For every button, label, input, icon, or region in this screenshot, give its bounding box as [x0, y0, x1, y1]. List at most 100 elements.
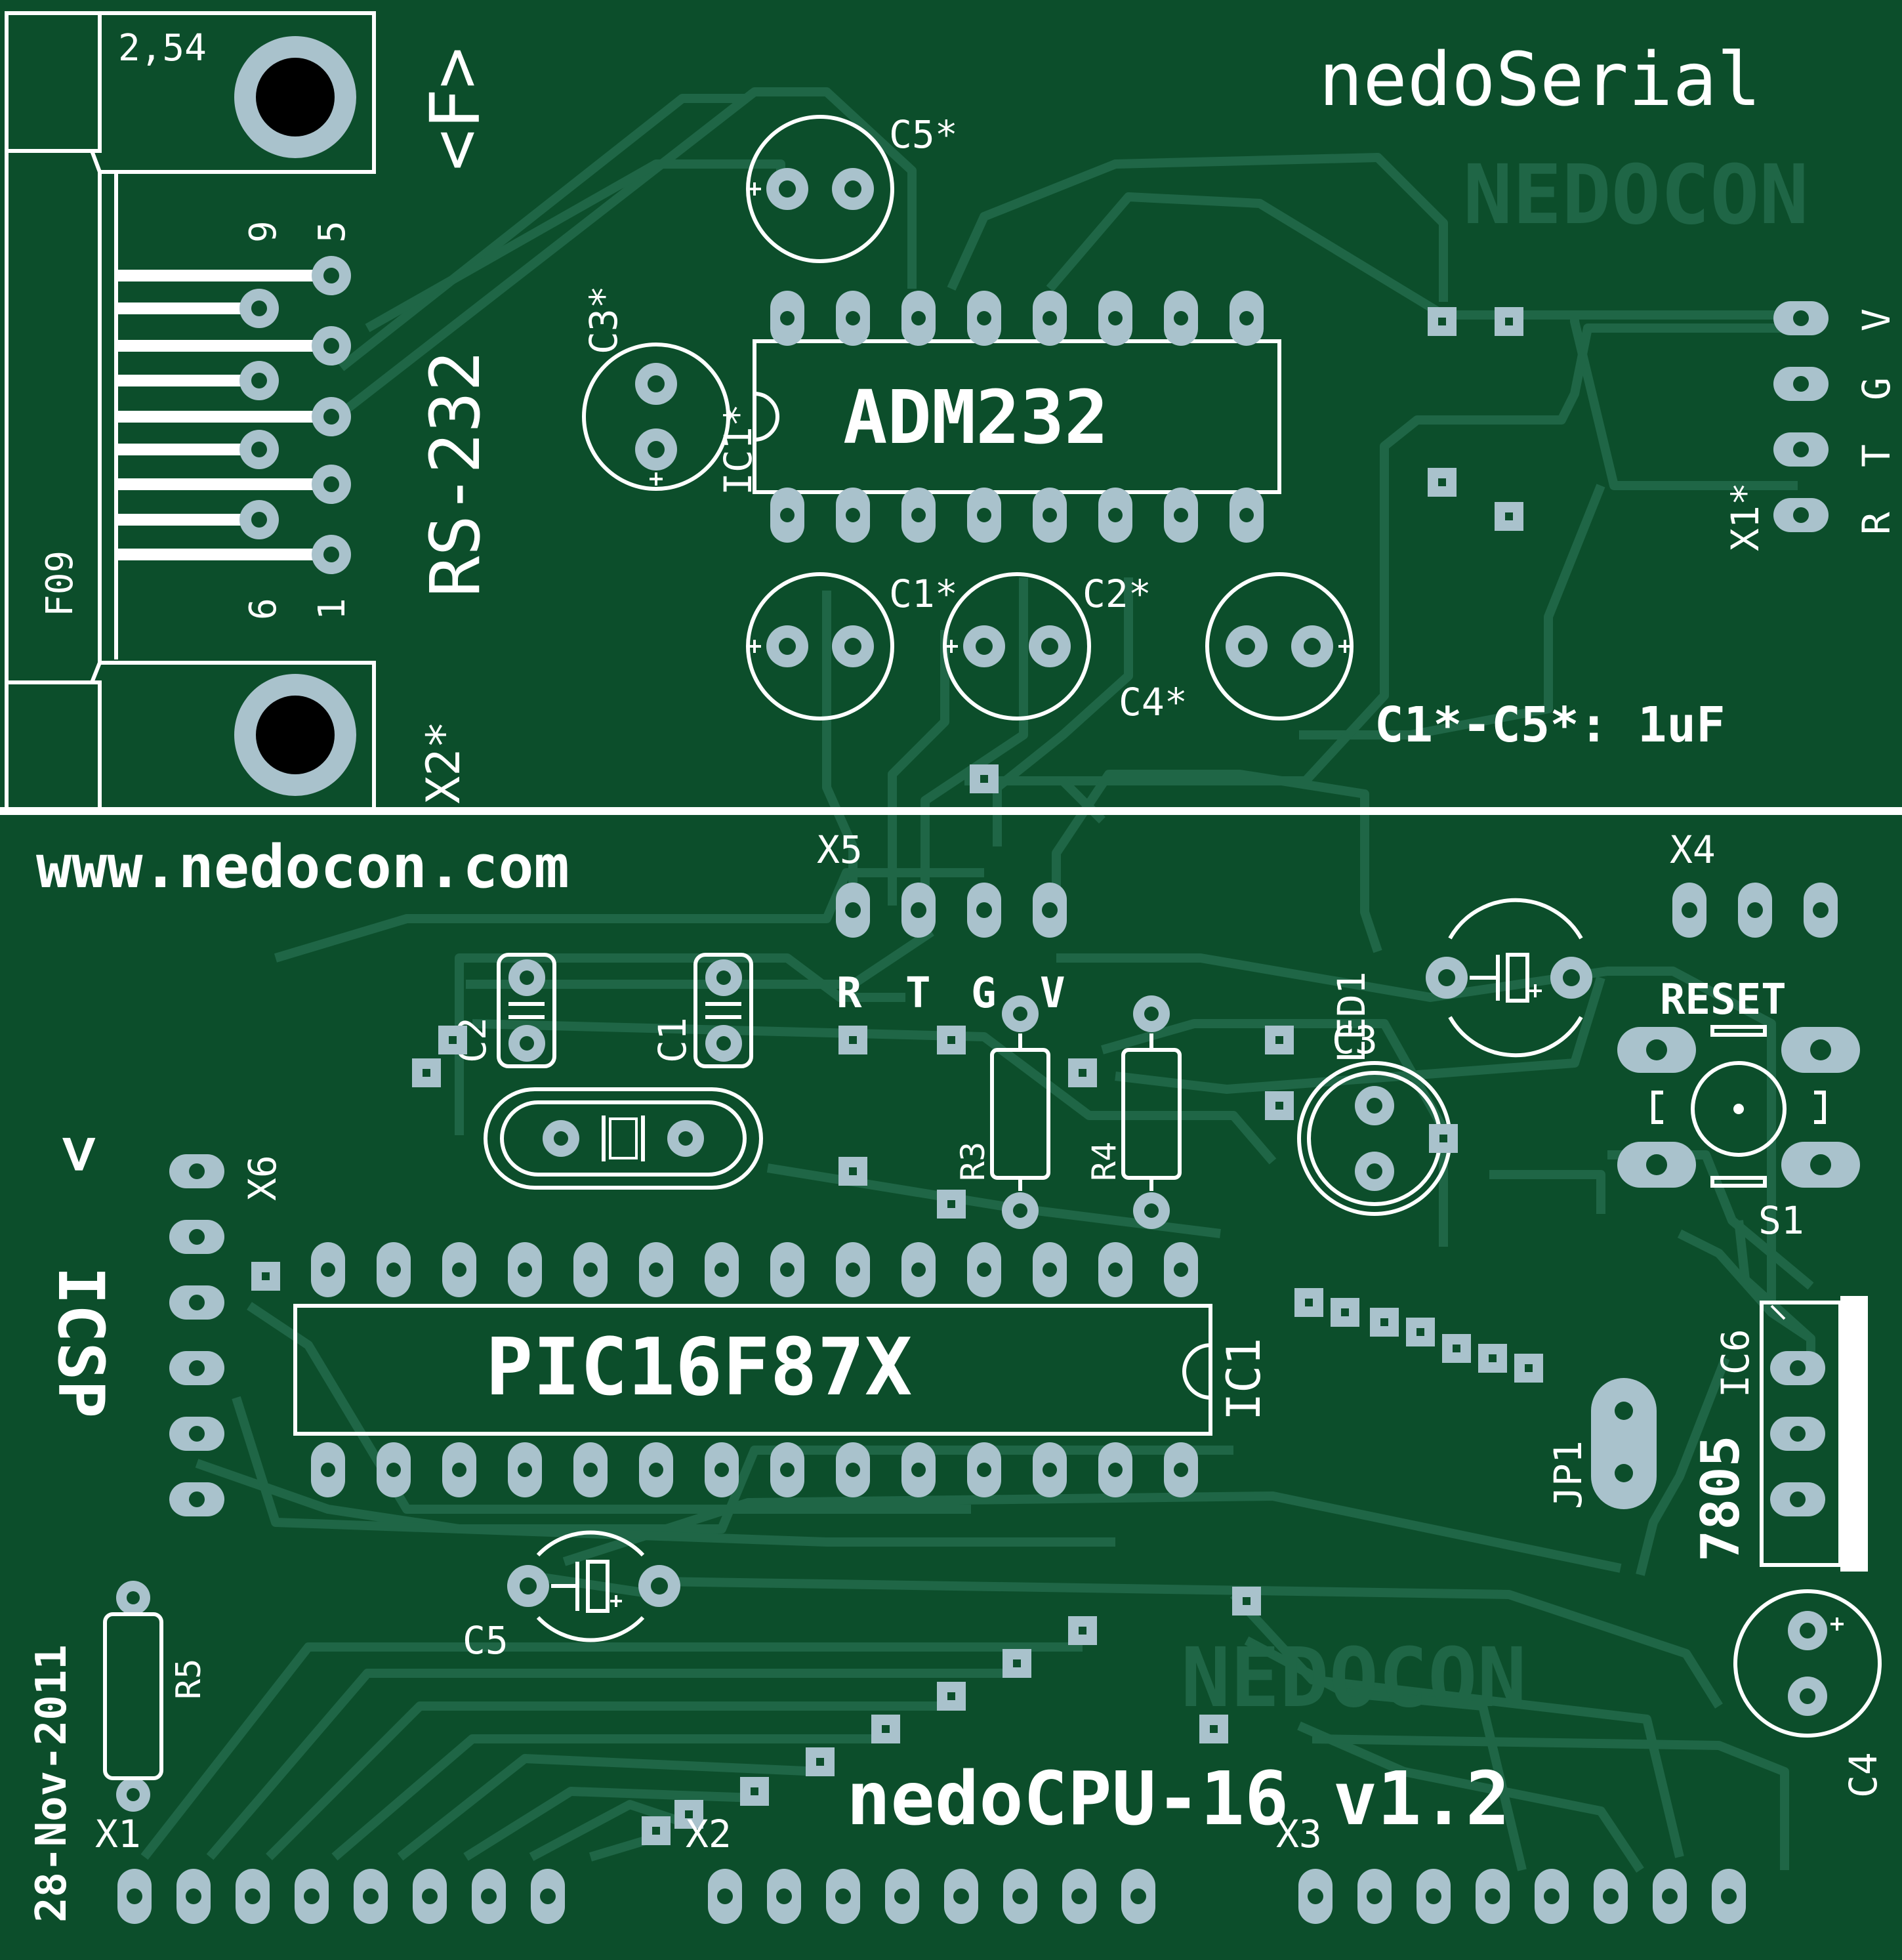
adm232-pin: [1098, 488, 1132, 543]
adm232-pin: [770, 291, 804, 346]
pic-pin: [770, 1242, 804, 1297]
resistor-r3-label: R3: [954, 1142, 992, 1181]
via: [642, 1816, 671, 1845]
adm232-pin: [967, 488, 1001, 543]
via: [1003, 1649, 1031, 1678]
vias-top: [970, 307, 1523, 793]
header-pin: [767, 1869, 801, 1924]
pic-pin: [573, 1442, 608, 1497]
bottom-headers: [117, 1869, 1746, 1924]
cap-note-label: C1*-C5*: 1uF: [1375, 697, 1726, 753]
via: [251, 1262, 280, 1291]
adm232-pin: [901, 488, 936, 543]
header-pin: [169, 1482, 224, 1516]
header-pin: [826, 1869, 860, 1924]
pic-pin: [442, 1242, 476, 1297]
bottom-brand-ghost: NEDOCON: [1181, 1631, 1527, 1726]
resistor-r5-label: R5: [169, 1658, 209, 1699]
switch-s1-label: S1: [1758, 1198, 1804, 1243]
icsp-arrow: >: [44, 1135, 117, 1173]
adm232-chip: [753, 291, 1281, 543]
capacitor-c1-top: [746, 572, 894, 720]
header-pin: [354, 1869, 388, 1924]
date-label: 28-Nov-2011: [28, 1644, 76, 1923]
pic-pin: [508, 1242, 542, 1297]
header-pin: [413, 1869, 447, 1924]
reset-label: RESET: [1660, 976, 1787, 1024]
jumper-jp1-label: JP1: [1546, 1440, 1590, 1509]
header-pin: [1298, 1869, 1333, 1924]
pic-pin: [377, 1442, 411, 1497]
cap-c4-bottom-label: C4: [1841, 1752, 1886, 1798]
jumper-jp1[interactable]: [1591, 1378, 1657, 1509]
pin-label-9: 9: [242, 220, 285, 243]
cap-c1-small-label: C1: [650, 1017, 695, 1063]
header-pin: [1712, 1869, 1746, 1924]
header-pin: [708, 1869, 742, 1924]
pic-pin: [311, 1442, 345, 1497]
pic-pin: [573, 1242, 608, 1297]
pic-pin: [377, 1242, 411, 1297]
via: [838, 1157, 867, 1186]
header-pin: [885, 1869, 919, 1924]
pic-pin: [1033, 1242, 1067, 1297]
cap-c2-small: [497, 953, 556, 1068]
pin-label-5: 5: [311, 220, 354, 243]
x5-pin-v: V: [1040, 969, 1065, 1018]
header-pin: [169, 1220, 224, 1254]
resistor-r3: [990, 995, 1050, 1229]
x5-pin-t: T: [905, 969, 931, 1018]
regulator-pin: [1770, 1482, 1825, 1516]
capacitor-c4-bottom: [1733, 1589, 1882, 1738]
header-pin: [836, 883, 870, 938]
header-x6-icsp: [169, 1154, 224, 1516]
pic-ref-label: IC1: [1217, 1338, 1271, 1421]
connector-size-label: 2,54: [118, 27, 207, 70]
bottom-title: nedoCPU-16 v1.2: [846, 1757, 1510, 1842]
via: [806, 1747, 835, 1776]
reset-switch-s1[interactable]: [1617, 1025, 1860, 1188]
via: [674, 1800, 703, 1829]
vias-bottom: [251, 1026, 1543, 1845]
header-pin: [1357, 1869, 1392, 1924]
via: [1442, 1334, 1471, 1363]
via: [1068, 1616, 1097, 1645]
header-x1-label: X1: [95, 1812, 141, 1856]
via: [1514, 1354, 1543, 1383]
pic-pin: [1033, 1442, 1067, 1497]
connector-gender-label: <F>: [415, 47, 495, 171]
header-pin: [531, 1869, 565, 1924]
header-pin: [295, 1869, 329, 1924]
resistor-r5: [103, 1581, 163, 1812]
header-x4: [1672, 883, 1838, 938]
pic-pin: [442, 1442, 476, 1497]
adm232-pin: [836, 488, 870, 543]
header-pin: [169, 1285, 224, 1320]
db9-connector: [5, 11, 376, 808]
header-pin: [1773, 367, 1829, 401]
adm232-pin: [770, 488, 804, 543]
cap-c4-top-label: C4*: [1119, 680, 1188, 724]
capacitor-c5-top: [746, 115, 894, 263]
via: [1478, 1344, 1507, 1373]
adm232-pin: [1033, 291, 1067, 346]
capacitor-c5-bottom: [507, 1530, 680, 1642]
via: [412, 1058, 441, 1087]
pin-label-6: 6: [242, 598, 285, 620]
header-pin: [1476, 1869, 1510, 1924]
via: [1370, 1308, 1399, 1337]
header-pin: [176, 1869, 211, 1924]
via: [937, 1682, 966, 1711]
icsp-label: ICSP: [44, 1266, 117, 1418]
website-url: www.nedocon.com: [36, 833, 569, 902]
header-pin-t-top: T: [1854, 444, 1899, 467]
header-pin: [117, 1869, 152, 1924]
x5-pin-r: R: [837, 969, 862, 1018]
header-x1-top-label: X1*: [1723, 482, 1768, 551]
regulator-pin: [1770, 1351, 1825, 1385]
via: [1265, 1091, 1294, 1120]
header-pin: [1416, 1869, 1451, 1924]
adm232-pin: [1230, 488, 1264, 543]
adm232-pin: [1098, 291, 1132, 346]
